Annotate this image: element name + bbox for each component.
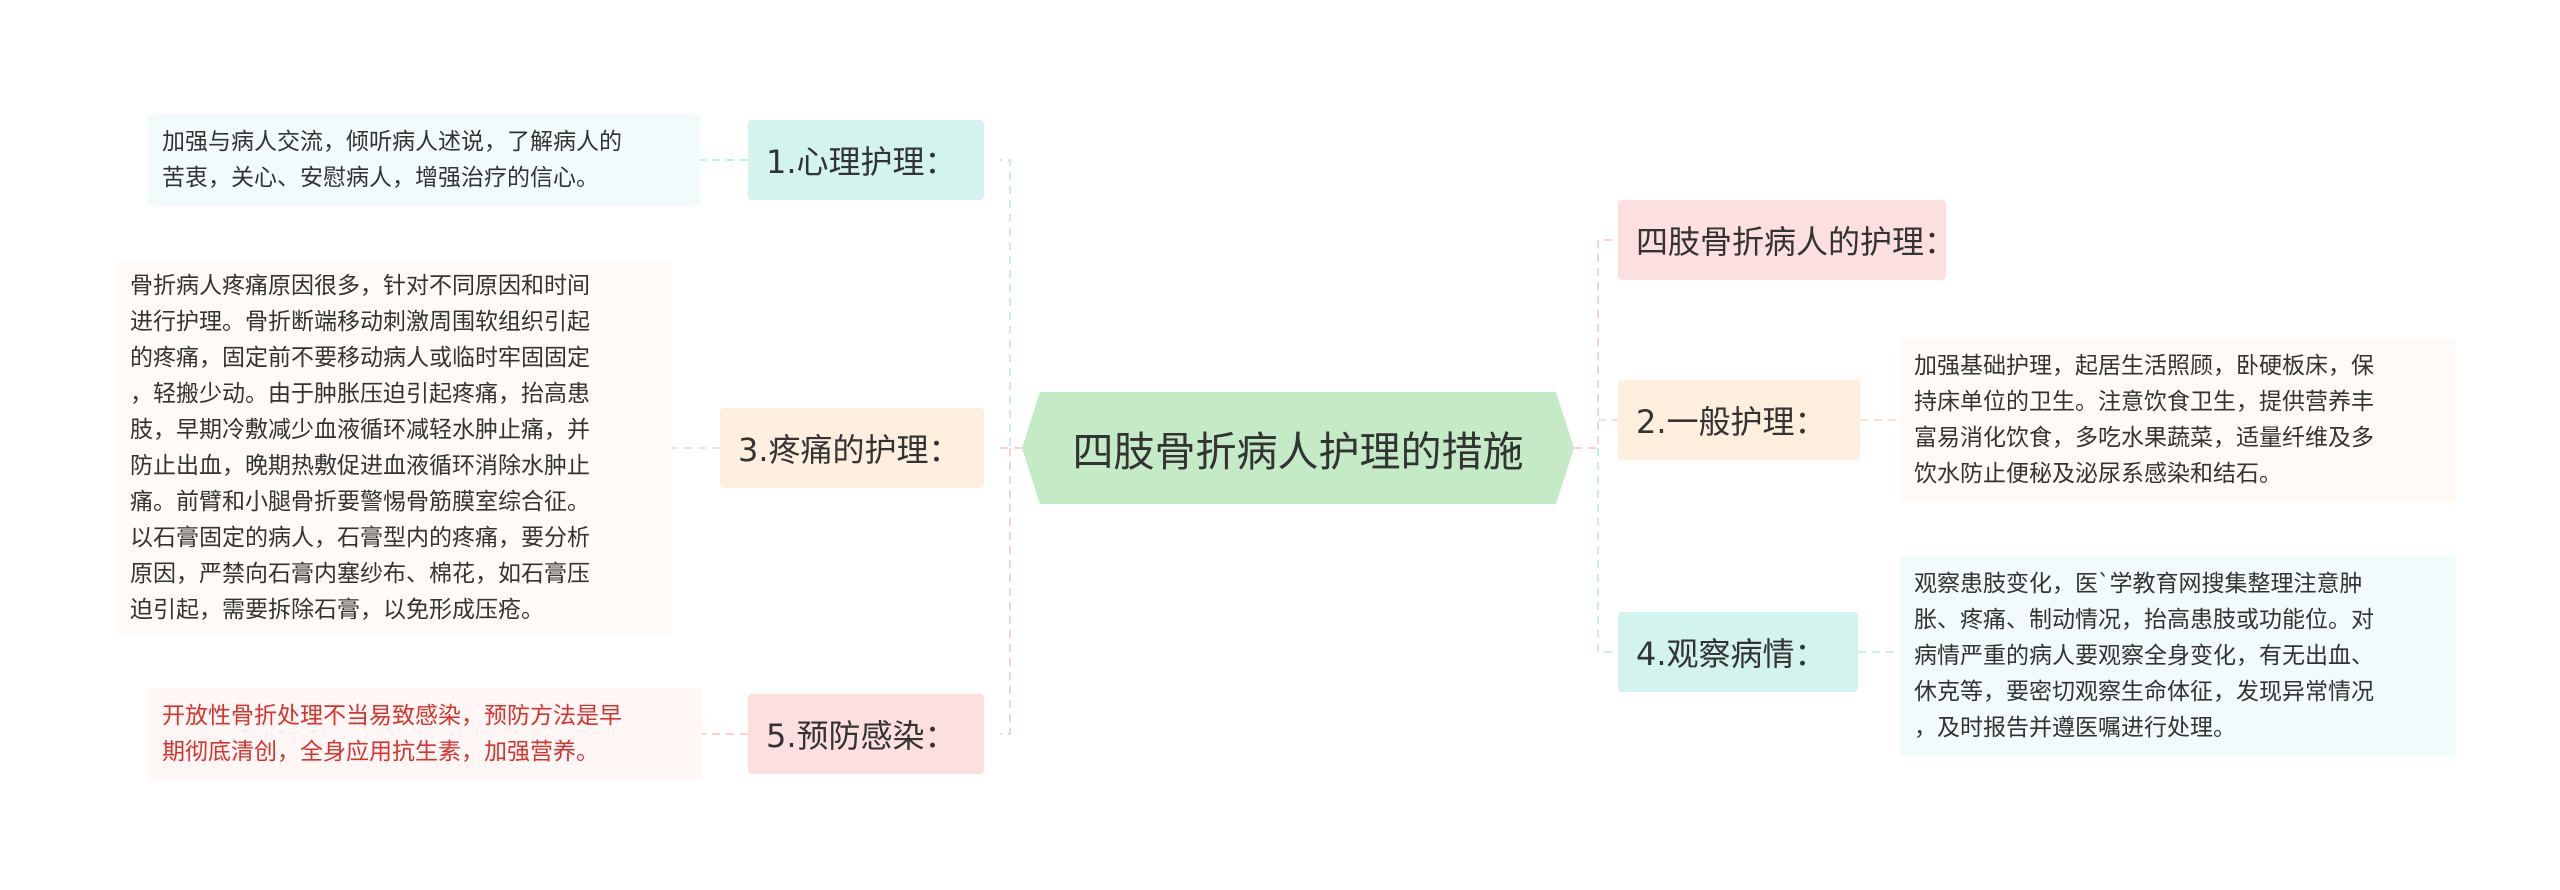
leaf-psych[interactable]: 加强与病人交流，倾听病人述说，了解病人的 苦衷，关心、安慰病人，增强治疗的信心。 <box>148 114 700 206</box>
text-line: 观察患肢变化，医`学教育网搜集整理注意肿 <box>1914 571 2363 597</box>
central-topic-label: 四肢骨折病人护理的措施 <box>1072 428 1524 476</box>
text-line: 进行护理。骨折断端移动刺激周围软组织引起 <box>130 309 590 335</box>
text-line: 的疼痛，固定前不要移动病人或临时牢固固定 <box>130 345 590 371</box>
branch-infection-label: 5.预防感染： <box>766 717 957 755</box>
connector-limb <box>1574 239 1618 449</box>
branch-infection[interactable]: 5.预防感染： <box>748 694 984 774</box>
text-line: 胀、疼痛、制动情况，抬高患肢或功能位。对 <box>1914 607 2374 633</box>
text-line: 富易消化饮食，多吃水果蔬菜，适量纤维及多 <box>1914 425 2374 451</box>
branch-general-label: 2.一般护理： <box>1636 403 1827 441</box>
branch-observe-label: 4.观察病情： <box>1636 635 1827 673</box>
leaf-infection-text: 开放性骨折处理不当易致感染，预防方法是早 期彻底清创，全身应用抗生素，加强营养。 <box>162 698 622 770</box>
text-line: 期彻底清创，全身应用抗生素，加强营养。 <box>162 739 599 765</box>
text-line: 开放性骨折处理不当易致感染，预防方法是早 <box>162 703 622 729</box>
leaf-infection[interactable]: 开放性骨折处理不当易致感染，预防方法是早 期彻底清创，全身应用抗生素，加强营养。 <box>148 688 702 780</box>
branch-general[interactable]: 2.一般护理： <box>1618 380 1860 460</box>
leaf-general-text: 加强基础护理，起居生活照顾，卧硬板床，保 持床单位的卫生。注意饮食卫生，提供营养… <box>1914 348 2374 492</box>
leaf-observe[interactable]: 观察患肢变化，医`学教育网搜集整理注意肿 胀、疼痛、制动情况，抬高患肢或功能位。… <box>1900 556 2456 756</box>
text-line: 饮水防止便秘及泌尿系感染和结石。 <box>1914 461 2282 487</box>
central-topic[interactable]: 四肢骨折病人护理的措施 <box>1022 392 1574 504</box>
leaf-pain-text: 骨折病人疼痛原因很多，针对不同原因和时间 进行护理。骨折断端移动刺激周围软组织引… <box>130 268 590 628</box>
text-line: 骨折病人疼痛原因很多，针对不同原因和时间 <box>130 273 590 299</box>
text-line: 病情严重的病人要观察全身变化，有无出血、 <box>1914 643 2374 669</box>
leaf-general[interactable]: 加强基础护理，起居生活照顾，卧硬板床，保 持床单位的卫生。注意饮食卫生，提供营养… <box>1900 338 2456 502</box>
text-line: 防止出血，晚期热敷促进血液循环消除水肿止 <box>130 453 590 479</box>
connector-observe <box>1597 448 1618 653</box>
branch-psych[interactable]: 1.心理护理： <box>748 120 984 200</box>
text-line: 迫引起，需要拆除石膏，以免形成压疮。 <box>130 597 544 623</box>
text-line: 肢，早期冷敷减少血液循环减轻水肿止痛，并 <box>130 417 590 443</box>
text-line: 苦衷，关心、安慰病人，增强治疗的信心。 <box>162 165 599 191</box>
text-line: 加强基础护理，起居生活照顾，卧硬板床，保 <box>1914 353 2374 379</box>
connector-infection <box>1000 448 1011 735</box>
text-line: 持床单位的卫生。注意饮食卫生，提供营养丰 <box>1914 389 2374 415</box>
branch-psych-label: 1.心理护理： <box>766 143 957 181</box>
leaf-observe-text: 观察患肢变化，医`学教育网搜集整理注意肿 胀、疼痛、制动情况，抬高患肢或功能位。… <box>1914 566 2374 746</box>
text-line: 休克等，要密切观察生命体征，发现异常情况 <box>1914 679 2374 705</box>
branch-pain[interactable]: 3.疼痛的护理： <box>720 408 984 488</box>
text-line: ，轻搬少动。由于肿胀压迫引起疼痛，抬高患 <box>130 381 590 407</box>
text-line: 加强与病人交流，倾听病人述说，了解病人的 <box>162 129 622 155</box>
branch-observe[interactable]: 4.观察病情： <box>1618 612 1858 692</box>
branch-limb[interactable]: 四肢骨折病人的护理： <box>1618 200 1956 280</box>
connector-psych <box>1000 159 1022 449</box>
leaf-psych-text: 加强与病人交流，倾听病人述说，了解病人的 苦衷，关心、安慰病人，增强治疗的信心。 <box>162 124 622 196</box>
text-line: 痛。前臂和小腿骨折要警惕骨筋膜室综合征。 <box>130 489 590 515</box>
branch-pain-label: 3.疼痛的护理： <box>738 431 961 469</box>
leaf-pain[interactable]: 骨折病人疼痛原因很多，针对不同原因和时间 进行护理。骨折断端移动刺激周围软组织引… <box>116 262 672 634</box>
text-line: 以石膏固定的病人，石膏型内的疼痛，要分析 <box>130 525 590 551</box>
text-line: ，及时报告并遵医嘱进行处理。 <box>1914 715 2236 741</box>
branch-limb-label: 四肢骨折病人的护理： <box>1636 223 1957 261</box>
text-line: 原因，严禁向石膏内塞纱布、棉花，如石膏压 <box>130 561 590 587</box>
